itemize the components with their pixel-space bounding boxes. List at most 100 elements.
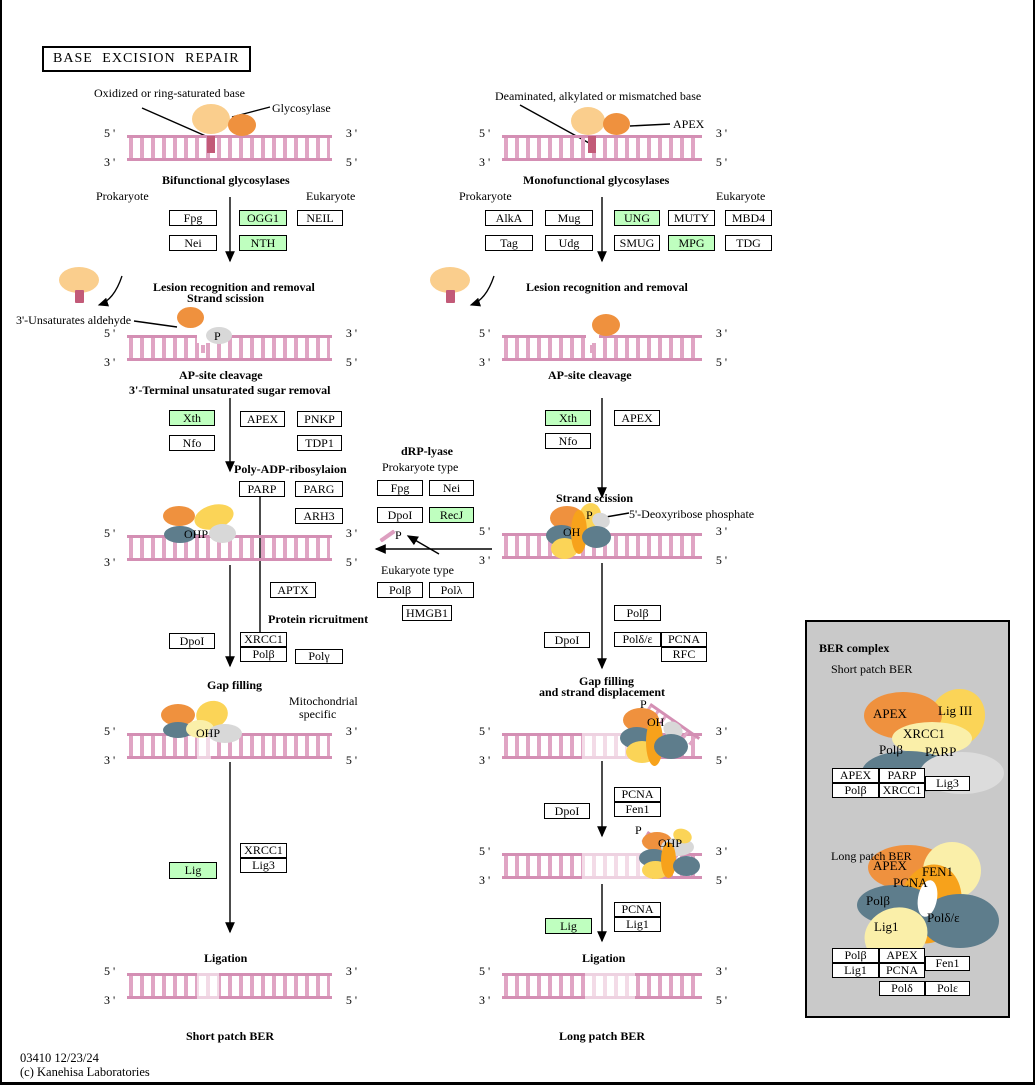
gene-box-fen1[interactable]: Fen1 [925, 956, 970, 971]
gene-box-nth[interactable]: NTH [239, 235, 287, 251]
gene-box-xth[interactable]: Xth [545, 410, 591, 426]
apex-glycosylase-blob [603, 113, 630, 135]
gene-box-xth[interactable]: Xth [169, 410, 215, 426]
dna-end-label: 5 ' [345, 355, 357, 369]
gene-box-apex[interactable]: APEX [240, 411, 285, 427]
dna-end-label: 3 ' [479, 155, 491, 169]
gene-box-dpoi[interactable]: DpoI [544, 632, 590, 648]
lesion-base-blob [192, 104, 230, 134]
dna-end-label: 5 ' [715, 155, 727, 169]
curved-arrow [469, 275, 495, 307]
lesion-base-blob [571, 107, 605, 135]
gene-box-pol[interactable]: Polβ [240, 647, 287, 662]
gene-box-arh3[interactable]: ARH3 [295, 508, 343, 524]
short-patch-ber-label: Short patch BER [186, 1029, 275, 1043]
gene-box-recj[interactable]: RecJ [429, 507, 474, 523]
gene-box-pol[interactable]: Polδ [879, 981, 925, 996]
gene-box-ung[interactable]: UNG [614, 210, 660, 226]
gene-box-dpoi[interactable]: DpoI [377, 507, 423, 523]
gene-box-pol[interactable]: Polβ [832, 948, 879, 963]
gene-box-pol[interactable]: Polλ [429, 582, 474, 598]
gene-box-dpoi[interactable]: DpoI [544, 803, 590, 819]
gene-box-nei[interactable]: Nei [169, 235, 217, 251]
dna-end-label: 5 ' [104, 326, 116, 340]
notch-stub [201, 345, 205, 353]
gene-box-fen1[interactable]: Fen1 [614, 802, 661, 817]
gene-box-fpg[interactable]: Fpg [169, 210, 217, 226]
gene-box-parp[interactable]: PARP [239, 481, 285, 497]
gene-box-lig[interactable]: Lig [169, 862, 217, 879]
gene-box-pnkp[interactable]: PNKP [297, 411, 342, 427]
gene-box-fpg[interactable]: Fpg [377, 480, 423, 496]
gene-box-pol[interactable]: Polβ [614, 605, 661, 621]
gene-box-udg[interactable]: Udg [545, 235, 593, 251]
gene-box-mbd4[interactable]: MBD4 [725, 210, 772, 226]
gene-box-pcna[interactable]: PCNA [614, 902, 661, 917]
gene-box-lig1[interactable]: Lig1 [614, 917, 661, 932]
gene-box-dpoi[interactable]: DpoI [169, 633, 215, 649]
gene-box-nei[interactable]: Nei [429, 480, 474, 496]
dna-top-strand [502, 135, 702, 138]
released-base-stem [75, 290, 84, 303]
gene-box-smug[interactable]: SMUG [614, 235, 660, 251]
gene-box-hmgb1[interactable]: HMGB1 [402, 605, 452, 621]
gene-box-rfc[interactable]: RFC [661, 647, 707, 662]
drp-phosphate-label: P [395, 528, 402, 542]
gene-box-xrcc1[interactable]: XRCC1 [240, 632, 287, 647]
gene-box-pol[interactable]: Polε [925, 981, 970, 996]
deaminated-base-label: Deaminated, alkylated or mismatched base [495, 89, 702, 103]
gene-box-tdg[interactable]: TDG [725, 235, 772, 251]
gene-box-tdp1[interactable]: TDP1 [297, 435, 342, 451]
gene-box-nfo[interactable]: Nfo [169, 435, 215, 451]
long-patch-ber-label: Long patch BER [559, 1029, 646, 1043]
gene-box-ogg1[interactable]: OGG1 [239, 210, 287, 226]
dna-bottom-strand [502, 358, 702, 361]
gene-box-pcna[interactable]: PCNA [879, 963, 925, 978]
pointer-line [133, 320, 178, 328]
panel-polb-label: Polβ [866, 893, 890, 908]
prokaryote-left-label: Prokaryote [96, 189, 149, 203]
gene-box-xrcc1[interactable]: XRCC1 [879, 783, 925, 798]
oxidized-base-label: Oxidized or ring-saturated base [94, 86, 245, 100]
ap-site-cleavage-right-heading: AP-site cleavage [548, 368, 632, 382]
gene-box-apex[interactable]: APEX [832, 768, 879, 783]
dna-end-label: 3 ' [345, 724, 357, 738]
eukaryote-right-label: Eukaryote [716, 189, 766, 203]
gene-box-lig3[interactable]: Lig3 [925, 776, 970, 791]
gene-box-apex[interactable]: APEX [879, 948, 925, 963]
gene-box-aptx[interactable]: APTX [270, 582, 316, 598]
gene-box-pol[interactable]: Polβ [377, 582, 423, 598]
gene-box-nfo[interactable]: Nfo [545, 433, 591, 449]
gene-box-pcna[interactable]: PCNA [614, 787, 661, 802]
gene-box-parp[interactable]: PARP [879, 768, 925, 783]
gene-box-lig[interactable]: Lig [545, 918, 592, 934]
apex-callout-label: APEX [673, 117, 705, 131]
gene-box-alka[interactable]: AlkA [485, 210, 533, 226]
new-synthesis-region [585, 972, 635, 1000]
gene-box-pcna[interactable]: PCNA [661, 632, 707, 647]
dna-end-label: 3 ' [479, 553, 491, 567]
gene-box-parg[interactable]: PARG [295, 481, 343, 497]
gene-box-pol[interactable]: Polβ [832, 783, 879, 798]
gene-box-apex[interactable]: APEX [614, 410, 660, 426]
gene-box-xrcc1[interactable]: XRCC1 [240, 843, 287, 858]
panel-long-patch-label: Long patch BER [831, 849, 912, 863]
complex-orange-blob [163, 506, 195, 526]
complex-paleyellow-blob [186, 720, 214, 738]
panel-lig1-label: Lig1 [874, 919, 899, 934]
dna-rungs [504, 138, 700, 158]
dna-end-label: 3 ' [345, 526, 357, 540]
gene-box-mpg[interactable]: MPG [668, 235, 715, 251]
gene-box-pol[interactable]: Polγ [295, 649, 343, 664]
dna-end-label: 3 ' [479, 355, 491, 369]
gene-box-neil[interactable]: NEIL [297, 210, 343, 226]
gene-box-pol[interactable]: Polδ/ε [614, 632, 661, 647]
complex-slate-blob [582, 526, 611, 548]
phosphate-label: P [586, 508, 593, 522]
gene-box-muty[interactable]: MUTY [668, 210, 715, 226]
gene-box-lig1[interactable]: Lig1 [832, 963, 879, 978]
gene-box-tag[interactable]: Tag [485, 235, 533, 251]
gene-box-mug[interactable]: Mug [545, 210, 593, 226]
gene-box-lig3[interactable]: Lig3 [240, 858, 287, 873]
prokaryote-type-label: Prokaryote type [382, 460, 459, 474]
